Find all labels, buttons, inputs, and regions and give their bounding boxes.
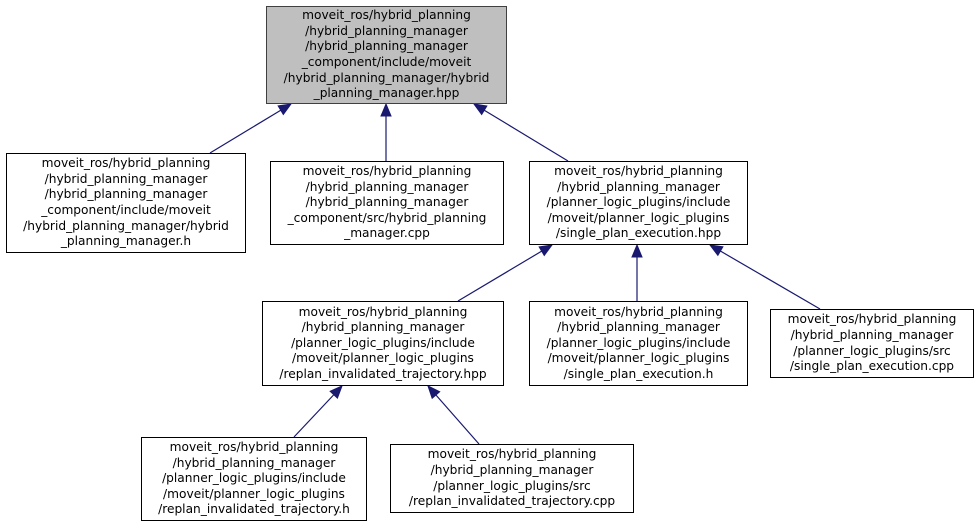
edge-n7-to-n4 [293, 394, 335, 438]
node-single-plan-execution-hpp[interactable]: moveit_ros/hybrid_planning /hybrid_plann… [529, 161, 748, 245]
arrowhead-icon [538, 244, 554, 257]
node-replan-invalidated-trajectory-cpp[interactable]: moveit_ros/hybrid_planning /hybrid_plann… [390, 444, 634, 513]
arrowhead-icon [380, 102, 392, 117]
node-hybrid-planning-manager-hpp[interactable]: moveit_ros/hybrid_planning /hybrid_plann… [266, 6, 507, 104]
node-hybrid-planning-manager-h[interactable]: moveit_ros/hybrid_planning /hybrid_plann… [6, 153, 246, 253]
node-label: moveit_ros/hybrid_planning /hybrid_plann… [158, 440, 350, 517]
node-label: moveit_ros/hybrid_planning /hybrid_plann… [279, 304, 487, 381]
node-label: moveit_ros/hybrid_planning /hybrid_plann… [546, 304, 731, 381]
edge-n1-to-n0 [209, 109, 282, 154]
node-label: moveit_ros/hybrid_planning /hybrid_plann… [287, 164, 487, 241]
node-label: moveit_ros/hybrid_planning /hybrid_plann… [408, 447, 616, 509]
node-single-plan-execution-cpp[interactable]: moveit_ros/hybrid_planning /hybrid_plann… [770, 309, 974, 378]
edge-n3-to-n0 [483, 109, 569, 162]
arrowhead-icon [631, 243, 643, 258]
node-label: moveit_ros/hybrid_planning /hybrid_plann… [23, 156, 229, 249]
node-label: moveit_ros/hybrid_planning /hybrid_plann… [283, 8, 490, 101]
edge-n4-to-n3 [457, 250, 542, 302]
arrowhead-icon [329, 385, 343, 400]
node-replan-invalidated-trajectory-h[interactable]: moveit_ros/hybrid_planning /hybrid_plann… [141, 437, 367, 521]
arrowhead-icon [472, 103, 488, 116]
node-hybrid-planning-manager-cpp[interactable]: moveit_ros/hybrid_planning /hybrid_plann… [270, 161, 504, 245]
edge-n6-to-n3 [720, 250, 821, 310]
node-single-plan-execution-h[interactable]: moveit_ros/hybrid_planning /hybrid_plann… [529, 301, 748, 386]
node-label: moveit_ros/hybrid_planning /hybrid_plann… [787, 312, 957, 374]
node-replan-invalidated-trajectory-hpp[interactable]: moveit_ros/hybrid_planning /hybrid_plann… [262, 301, 504, 386]
arrowhead-icon [708, 244, 724, 257]
arrowhead-icon [427, 385, 441, 400]
node-label: moveit_ros/hybrid_planning /hybrid_plann… [546, 164, 731, 241]
arrowhead-icon [277, 103, 293, 116]
edge-n8-to-n4 [435, 394, 480, 445]
